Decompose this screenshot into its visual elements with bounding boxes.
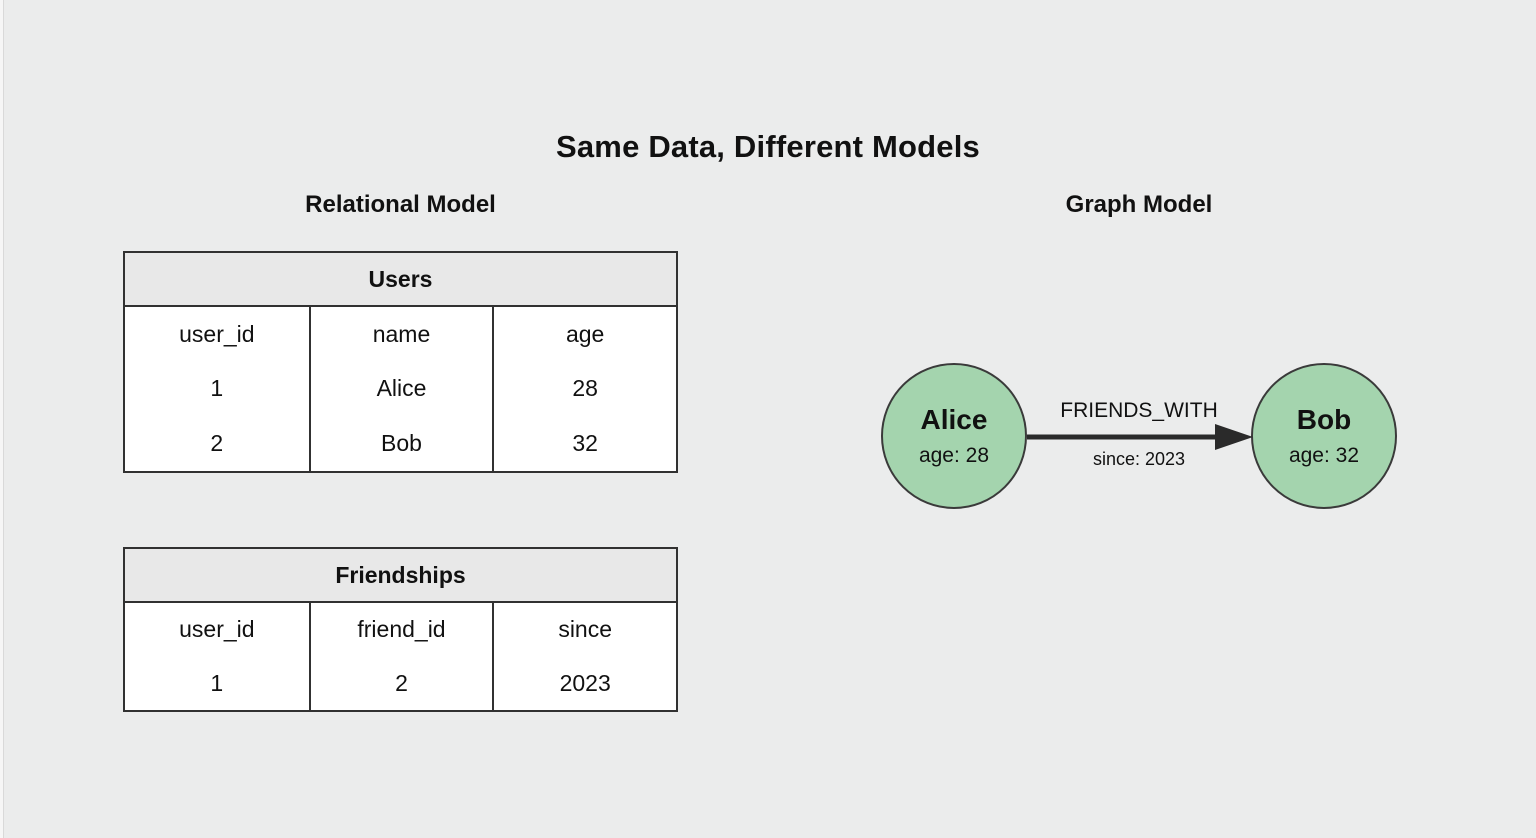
column-header: user_id: [179, 616, 255, 643]
edge-arrow-icon: [1027, 424, 1253, 450]
node-name: Bob: [1296, 404, 1352, 435]
users-table-body: user_id 1 2 name Alice Bob age 28 32: [125, 307, 676, 471]
graph-node-alice: Alice age: 28: [881, 363, 1027, 509]
column-header: age: [565, 320, 605, 347]
page-title: Same Data, Different Models: [555, 129, 980, 164]
graph-node-bob: Bob age: 32: [1251, 363, 1397, 509]
users-column-age: age 28 32: [492, 307, 676, 471]
table-cell: Bob: [381, 430, 422, 457]
column-header: friend_id: [357, 616, 446, 643]
edge-property: since: 2023: [1092, 449, 1186, 469]
friendships-table-title: Friendships: [125, 549, 676, 603]
friendships-table: Friendships user_id 1 friend_id 2 since …: [123, 547, 678, 712]
column-header: name: [372, 320, 431, 347]
column-header: since: [558, 616, 613, 643]
table-cell: Alice: [376, 375, 427, 402]
table-cell: 2: [210, 430, 224, 457]
table-cell: 2: [395, 669, 408, 696]
friendships-column-friend-id: friend_id 2: [308, 603, 493, 710]
table-cell: 32: [572, 430, 598, 457]
users-column-name: name Alice Bob: [308, 307, 493, 471]
friendships-column-since: since 2023: [492, 603, 676, 710]
edge-label: FRIENDS_WITH: [1060, 399, 1218, 422]
table-cell: 2023: [559, 669, 611, 696]
table-cell: 1: [210, 669, 224, 696]
friendships-table-body: user_id 1 friend_id 2 since 2023: [125, 603, 676, 710]
users-table-title: Users: [125, 253, 676, 307]
users-column-user-id: user_id 1 2: [125, 307, 309, 471]
graph-model-label: Graph Model: [1065, 191, 1213, 218]
relational-model-label: Relational Model: [305, 191, 496, 218]
users-table: Users user_id 1 2 name Alice Bob age 28 …: [123, 251, 678, 473]
table-cell: 1: [210, 375, 224, 402]
node-property: age: 32: [1288, 444, 1360, 467]
window-left-edge: [0, 0, 4, 838]
node-name: Alice: [920, 404, 988, 435]
column-header: user_id: [179, 320, 255, 347]
table-cell: 28: [572, 375, 598, 402]
friendships-column-user-id: user_id 1: [125, 603, 309, 710]
node-property: age: 28: [918, 444, 990, 467]
